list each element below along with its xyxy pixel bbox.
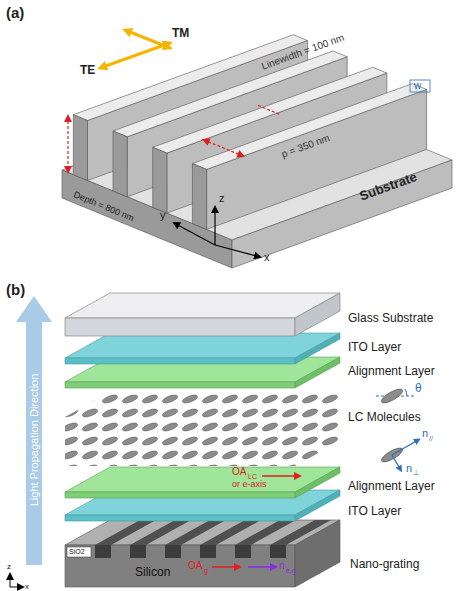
axis-triad bbox=[10, 574, 23, 587]
optic-axis-arrows bbox=[212, 476, 300, 567]
layer-label: Glass Substrate bbox=[348, 312, 433, 324]
layer-label: ITO Layer bbox=[348, 505, 401, 517]
axis-label: x bbox=[264, 252, 270, 263]
layer-label: LC Molecules bbox=[348, 411, 421, 423]
axis-symbol: OA bbox=[232, 467, 246, 477]
index-subscript: // bbox=[429, 435, 433, 442]
axis-label: x bbox=[25, 583, 29, 591]
layer-stack bbox=[65, 293, 340, 587]
dimension-marks bbox=[68, 80, 430, 172]
polarization-label: TE bbox=[80, 64, 95, 76]
panel-tag: (b) bbox=[6, 282, 25, 297]
axis-subscript: g bbox=[204, 567, 208, 574]
dimension-label: w bbox=[414, 81, 421, 91]
layer-label: ITO Layer bbox=[348, 341, 401, 353]
axis-triad bbox=[174, 207, 260, 257]
axis-symbol: OA bbox=[188, 561, 202, 571]
light-direction-arrow bbox=[16, 296, 52, 565]
material-label: Silicon bbox=[135, 566, 170, 578]
axis-label: z bbox=[7, 563, 11, 571]
polarization-label: TM bbox=[172, 27, 189, 39]
material-label: SiO2 bbox=[69, 548, 85, 555]
axis-label: z bbox=[219, 193, 225, 204]
polarization-arrows bbox=[100, 30, 170, 68]
index-subscript: e,g bbox=[286, 567, 296, 574]
layer-label: Nano-grating bbox=[350, 558, 419, 570]
layer-label: Alignment Layer bbox=[348, 480, 435, 492]
index-symbol: n bbox=[422, 428, 428, 439]
layer-label: Alignment Layer bbox=[348, 365, 435, 377]
index-symbol: n bbox=[279, 561, 285, 571]
molecule-detail bbox=[376, 387, 419, 471]
index-symbol: n bbox=[406, 463, 412, 474]
axis-subscript: LC bbox=[248, 473, 257, 480]
axis-symbol: or e-axis bbox=[232, 480, 267, 489]
panel-tag: (a) bbox=[6, 5, 24, 20]
index-subscript: ⊥ bbox=[413, 469, 419, 476]
angle-symbol: θ bbox=[415, 382, 422, 394]
axis-label: y bbox=[160, 210, 166, 221]
direction-label: Light Propagation Direction bbox=[29, 374, 40, 507]
grating-3d bbox=[62, 35, 452, 268]
